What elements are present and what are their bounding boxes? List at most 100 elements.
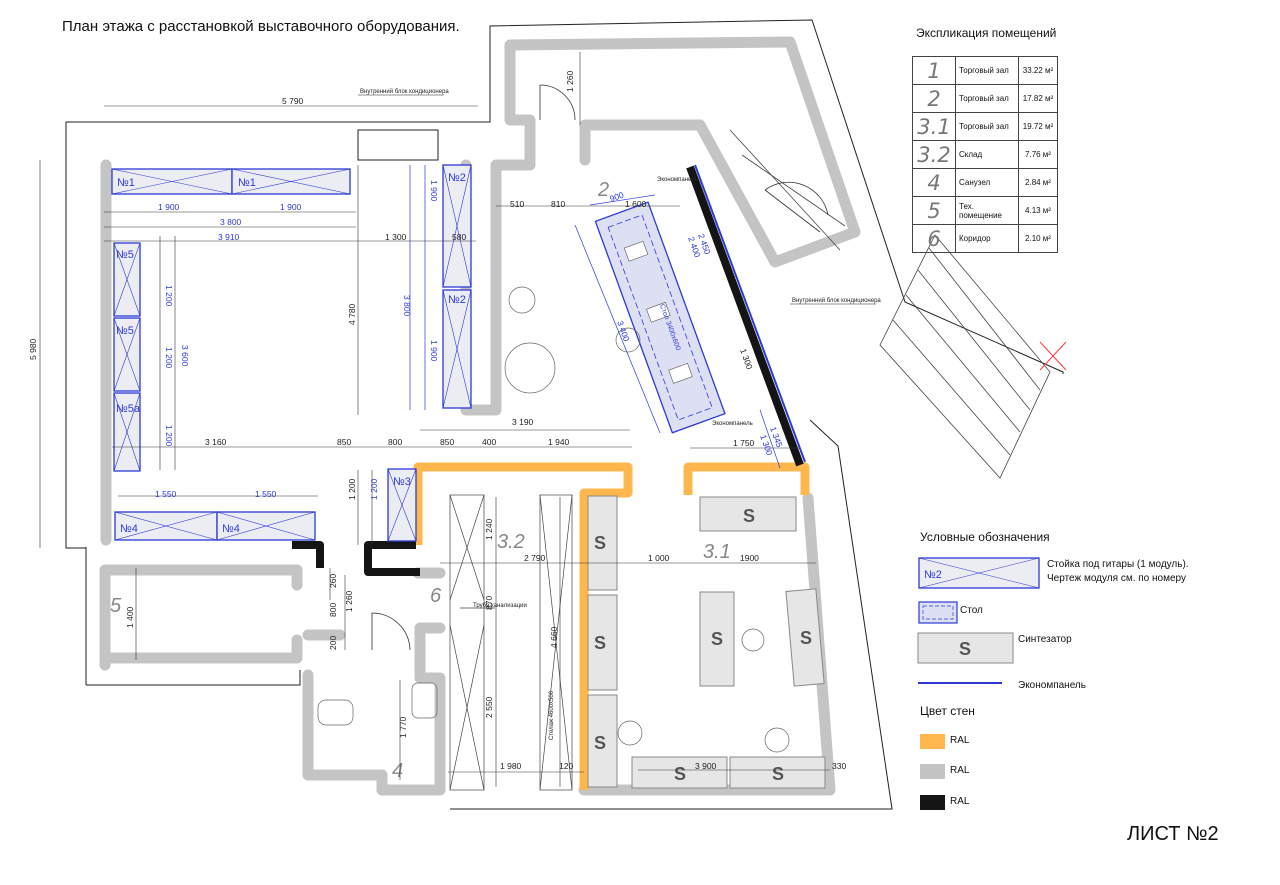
econom-label-2: Экономпанель (712, 421, 753, 427)
explication-name: Санузел (955, 168, 1019, 197)
dim-3400: 3 400 (615, 319, 632, 343)
furniture (317, 286, 790, 753)
explication-num: 4 (912, 168, 956, 197)
dim-900: 900 (608, 190, 625, 204)
explication-area: 2.84 м² (1018, 168, 1058, 197)
dim-3910: 3 910 (218, 232, 240, 242)
explication-num: 6 (912, 224, 956, 253)
dim-1940: 1 940 (548, 437, 570, 447)
explication-area: 4.13 м² (1018, 196, 1058, 225)
module-label-n5a: №5 (116, 249, 134, 261)
legend-table-label: Стол (960, 605, 983, 616)
page-title: План этажа с расстановкой выставочного о… (62, 18, 460, 35)
room-number-31: 3.1 (703, 541, 731, 563)
rack-label: Стелаж 4600х500 (549, 690, 555, 740)
legend-synth-tag: S (959, 639, 971, 659)
module-label-n1a: №1 (117, 177, 135, 189)
legend-synth-symbol: S (917, 632, 1014, 664)
wall-color-swatch (920, 734, 945, 749)
dim-4660: 4 660 (549, 626, 559, 648)
legend-panel-label: Экономпанель (1018, 680, 1086, 691)
dim-800: 800 (388, 437, 402, 447)
module-label-n4b: №4 (222, 523, 240, 535)
synth-label-8: S (772, 764, 784, 784)
dim-1900-d: 1 900 (429, 340, 439, 362)
room-number-4: 4 (392, 760, 403, 782)
explication-area: 7.76 м² (1018, 140, 1058, 169)
dim-1750: 1 750 (733, 438, 755, 448)
room-number-5: 5 (110, 595, 122, 617)
wall-color-swatch (920, 764, 945, 779)
dim-580: 580 (452, 232, 466, 242)
dim-5980: 5 980 (28, 338, 38, 360)
dim-1200-e: 1 200 (369, 478, 379, 500)
black-walls (292, 165, 804, 576)
dim-2790: 2 790 (524, 553, 546, 563)
dim-1200-b: 1 200 (164, 285, 174, 307)
dim-3800-h: 3 800 (220, 217, 242, 227)
legend-table-symbol (918, 601, 958, 624)
synth-label-2: S (594, 633, 606, 653)
dimension-lines-blue (409, 165, 781, 469)
dim-120: 120 (559, 761, 573, 771)
dim-1980: 1 980 (500, 761, 522, 771)
dim-1900-b: 1 900 (280, 202, 302, 212)
explication-num: 3.1 (912, 112, 956, 141)
explication-name: Коридор (955, 224, 1019, 253)
synth-label-5: S (711, 629, 723, 649)
module-label-n2a: №2 (448, 172, 466, 184)
wall-color-title: Цвет стен (920, 704, 975, 718)
grey-walls (99, 36, 861, 796)
sheet-number: ЛИСТ №2 (1127, 823, 1219, 845)
dim-1550-b: 1 550 (255, 489, 277, 499)
legend-module-tag: №2 (924, 569, 942, 581)
room-number-32: 3.2 (497, 531, 525, 553)
explication-num: 5 (912, 196, 956, 225)
module-label-n4a: №4 (120, 523, 138, 535)
dim-1900-a: 1 900 (158, 202, 180, 212)
dim-1550-a: 1 550 (155, 489, 177, 499)
explication-area: 2.10 м² (1018, 224, 1058, 253)
dim-850a: 850 (337, 437, 351, 447)
dim-400: 400 (482, 437, 496, 447)
stairs (729, 129, 1051, 479)
dim-1400: 1 400 (125, 606, 135, 628)
dim-810: 810 (551, 199, 565, 209)
dim-1300b: 1 300 (738, 347, 755, 371)
dim-3800-v: 3 800 (402, 295, 412, 317)
room-number-2: 2 (597, 179, 609, 201)
pipe-label: Труба канализации (473, 603, 527, 609)
dim-330: 330 (832, 761, 846, 771)
dim-1600: 1 600 (625, 199, 647, 209)
synth-label-6: S (800, 628, 812, 648)
explication-title: Экспликация помещений (916, 26, 1057, 40)
display-table: Стол 3400х600 (594, 201, 726, 434)
synthesizers (587, 495, 826, 789)
wall-color-label: RAL (950, 796, 970, 807)
module-label-n2b: №2 (448, 294, 466, 306)
dim-2550: 2 550 (484, 696, 494, 718)
dim-1900b: 1900 (740, 553, 759, 563)
dim-800b: 800 (328, 603, 338, 617)
dim-1900-c: 1 900 (429, 180, 439, 202)
econom-label-1: Экономпанель (657, 177, 698, 183)
dim-1200-c: 1 200 (164, 347, 174, 369)
doors (371, 84, 829, 651)
legend-synth-label: Синтезатор (1018, 634, 1072, 645)
dim-1240: 1 240 (484, 518, 494, 540)
legend-module-symbol: №2 (918, 557, 1040, 589)
dimension-lines (39, 52, 830, 787)
explication-num: 2 (912, 84, 956, 113)
legend-module-line2: Чертеж модуля см. по номеру (1047, 573, 1186, 584)
explication-name: Торговый зал (955, 112, 1019, 141)
dim-5790: 5 790 (282, 96, 304, 106)
dim-1200a: 1 200 (347, 478, 357, 500)
dim-1300: 1 300 (385, 232, 407, 242)
module-label-n5b: №5 (116, 325, 134, 337)
